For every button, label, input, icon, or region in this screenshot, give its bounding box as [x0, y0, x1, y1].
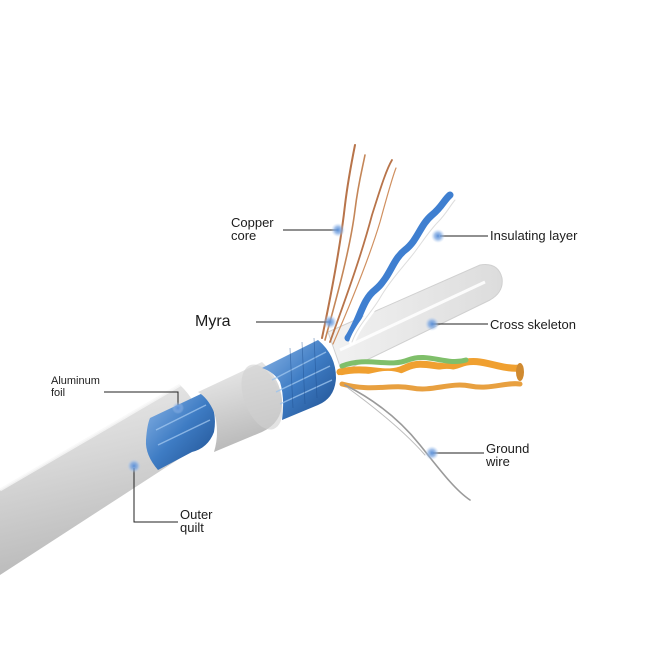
label-insulating-layer: Insulating layer: [490, 228, 578, 243]
marker-cross-skeleton: [425, 317, 439, 331]
label-copper-core: Copper core: [231, 215, 274, 243]
braided-shield: [262, 337, 336, 420]
marker-aluminum-foil: [172, 402, 184, 414]
leader-aluminum-foil: [104, 391, 179, 405]
label-aluminum-foil: Aluminum foil: [51, 375, 100, 399]
blue-twisted-pair: [344, 191, 458, 345]
ground-wire: [344, 384, 471, 501]
label-outer-quilt: Outer quilt: [180, 507, 213, 535]
jacket-ring: [198, 362, 283, 452]
marker-insulating-layer: [431, 229, 445, 243]
marker-copper-core: [331, 223, 345, 237]
copper-wires: [321, 144, 397, 345]
callout-markers: [127, 223, 445, 473]
orange-green-pairs: [336, 354, 524, 392]
aluminum-foil-band: [145, 392, 215, 470]
label-ground-wire: Ground wire: [486, 441, 530, 469]
leader-outer-quilt: [133, 468, 178, 523]
label-cross-skeleton: Cross skeleton: [490, 317, 576, 332]
marker-outer-quilt: [127, 459, 141, 473]
marker-ground-wire: [425, 446, 439, 460]
cross-skeleton: [327, 264, 503, 373]
callout-leaders: [104, 229, 488, 523]
marker-myra: [323, 315, 337, 329]
label-myra: Myra: [195, 313, 231, 330]
